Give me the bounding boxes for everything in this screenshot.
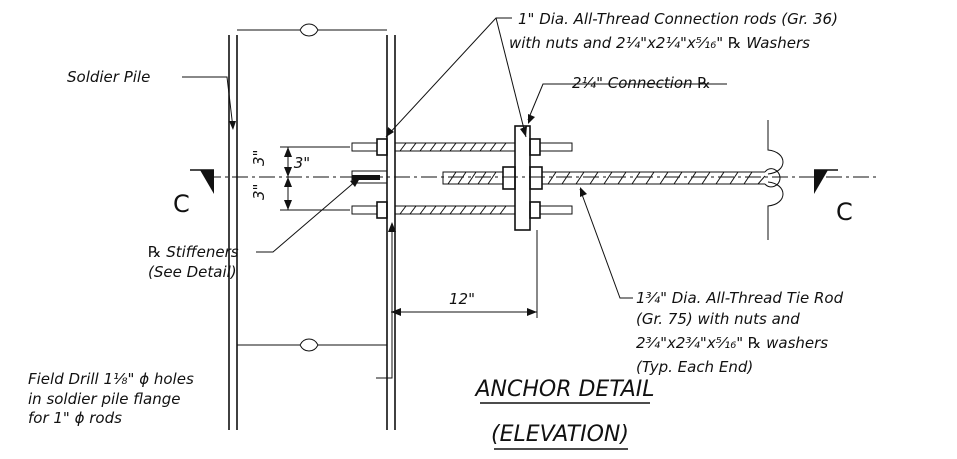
stiffeners-label-line2: (See Detail) bbox=[148, 263, 237, 281]
plate-stiffener bbox=[351, 170, 388, 184]
right-break-line bbox=[767, 120, 784, 240]
soldier-pile-label: Soldier Pile bbox=[67, 68, 150, 86]
field-drill-label-line3: for 1" ϕ rods bbox=[28, 409, 122, 427]
section-marker-left: C bbox=[173, 169, 214, 218]
tie-rod-label-line2: (Gr. 75) with nuts and bbox=[636, 310, 800, 328]
dim-spacing-upper: 3" bbox=[250, 150, 268, 166]
tie-rod-label-line3: 2³⁄₄"x2³⁄₄"x⁵⁄₁₆" ℞ washers bbox=[636, 334, 828, 352]
tie-rod-label-line1: 1³⁄₄" Dia. All-Thread Tie Rod bbox=[636, 289, 844, 307]
tie-rod bbox=[442, 166, 781, 190]
section-right-label: C bbox=[836, 198, 853, 226]
stiffeners-label-line1: ℞ Stiffeners bbox=[148, 243, 239, 261]
length-dimension: 12" bbox=[391, 230, 538, 318]
spacing-dimension: 3" 3" 3" bbox=[250, 146, 350, 211]
soldier-pile bbox=[228, 23, 396, 430]
upper-connection-rod bbox=[351, 138, 573, 156]
rods-label-line1: 1" Dia. All-Thread Connection rods (Gr. … bbox=[518, 10, 838, 28]
leader-lines bbox=[182, 17, 727, 379]
field-drill-label-line1: Field Drill 1¹⁄₈" ϕ holes bbox=[28, 370, 194, 388]
dim-spacing-upper-side: 3" bbox=[294, 154, 310, 172]
title-line2: (ELEVATION) bbox=[491, 422, 629, 447]
dim-spacing-lower: 3" bbox=[250, 184, 268, 200]
connection-plate-label: 2¹⁄₄" Connection ℞ bbox=[572, 74, 711, 92]
lower-connection-rod bbox=[351, 201, 573, 219]
field-drill-label-line2: in soldier pile flange bbox=[28, 390, 180, 408]
tie-rod-label-line4: (Typ. Each End) bbox=[636, 358, 753, 376]
title-line1: ANCHOR DETAIL bbox=[473, 377, 654, 402]
rods-label-line2: with nuts and 2¹⁄₄"x2¹⁄₄"x⁵⁄₁₆" ℞ Washer… bbox=[509, 34, 810, 52]
dim-length: 12" bbox=[449, 290, 475, 308]
connection-plate bbox=[514, 125, 531, 231]
section-left-label: C bbox=[173, 190, 190, 218]
section-marker-right: C bbox=[814, 169, 853, 226]
